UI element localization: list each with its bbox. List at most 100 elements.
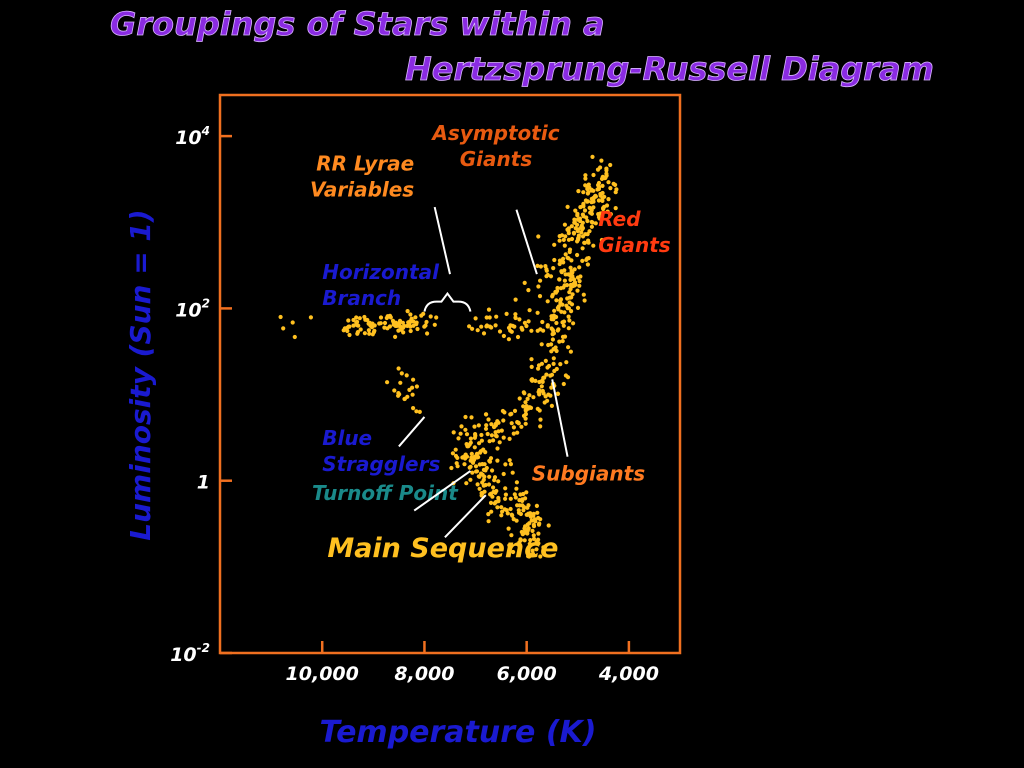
star-main-sequence <box>486 519 491 524</box>
star-subgiants <box>523 416 528 421</box>
star-main-sequence <box>503 492 508 497</box>
star-subgiants <box>549 385 554 390</box>
star-horizontal-branch-red-end <box>479 324 484 329</box>
star-asymptotic-giants <box>566 226 571 231</box>
star-main-sequence <box>462 462 467 467</box>
star-subgiants <box>549 403 555 408</box>
star-red-giants <box>582 240 588 245</box>
star-red-giants <box>580 246 585 251</box>
star-red-giants <box>559 309 564 314</box>
star-asymptotic-giants <box>527 308 532 313</box>
star-red-giants <box>565 306 570 311</box>
star-subgiants <box>492 424 497 429</box>
star-red-giants <box>605 209 610 214</box>
star-red-giants <box>608 212 613 217</box>
star-asymptotic-giants <box>557 277 562 282</box>
star-red-giants <box>551 330 556 336</box>
star-asymptotic-giants <box>513 297 518 302</box>
star-main-sequence <box>505 511 510 516</box>
star-horizontal-branch-outliers <box>308 315 313 320</box>
star-subgiants <box>537 379 542 385</box>
x-tick-label: 4,000 <box>598 663 659 685</box>
star-asymptotic-giants <box>591 243 596 248</box>
star-main-sequence <box>475 482 480 487</box>
star-red-giants <box>573 208 578 213</box>
star-main-sequence <box>508 506 513 512</box>
star-red-giants <box>565 204 570 209</box>
star-horizontal-branch-red-end <box>486 307 492 312</box>
star-main-sequence <box>523 496 528 501</box>
star-subgiants <box>497 440 502 445</box>
star-horizontal-branch <box>387 313 393 318</box>
star-subgiants <box>515 430 520 435</box>
star-asymptotic-giants <box>561 260 566 265</box>
star-horizontal-branch-red-end <box>494 314 499 319</box>
star-subgiants <box>531 395 536 400</box>
leader-main-sequence <box>444 494 487 539</box>
star-horizontal-branch <box>406 320 411 325</box>
star-main-sequence <box>507 543 512 548</box>
leader-rr-lyrae-variables <box>433 206 451 275</box>
star-main-sequence <box>546 523 551 528</box>
y-tick-label: 1 <box>197 472 210 494</box>
star-blue-stragglers <box>398 380 403 385</box>
star-subgiants <box>523 421 528 426</box>
star-red-giants <box>545 324 550 329</box>
star-horizontal-branch <box>355 331 360 336</box>
star-horizontal-branch <box>434 315 439 320</box>
star-horizontal-branch <box>357 316 362 321</box>
star-blue-stragglers <box>385 380 390 385</box>
star-main-sequence <box>489 509 494 514</box>
star-subgiants <box>538 417 543 422</box>
star-main-sequence <box>535 510 540 515</box>
star-asymptotic-giants <box>585 232 590 237</box>
star-horizontal-branch <box>362 331 367 336</box>
star-red-giants <box>579 225 584 230</box>
star-asymptotic-giants <box>563 272 568 277</box>
star-main-sequence <box>487 474 492 479</box>
star-main-sequence <box>495 446 500 451</box>
star-main-sequence <box>530 548 535 553</box>
star-subgiants <box>551 361 556 366</box>
star-red-giants <box>562 243 567 248</box>
star-asymptotic-giants <box>570 274 575 279</box>
star-horizontal-branch <box>351 317 356 323</box>
star-red-giants <box>539 361 545 366</box>
star-main-sequence <box>496 495 501 501</box>
star-red-giants <box>539 342 544 347</box>
star-horizontal-branch <box>366 328 371 333</box>
star-main-sequence <box>538 554 543 559</box>
star-main-sequence <box>490 494 495 499</box>
star-main-sequence <box>530 551 536 557</box>
star-subgiants <box>463 427 468 432</box>
star-horizontal-branch-outliers <box>281 326 286 331</box>
star-blue-stragglers <box>396 366 401 371</box>
star-red-giants <box>608 162 613 168</box>
star-subgiants <box>515 420 520 425</box>
star-main-sequence <box>517 503 522 508</box>
star-red-giants <box>557 258 563 263</box>
star-main-sequence <box>503 496 508 501</box>
star-red-giants <box>581 190 586 195</box>
star-red-giants <box>566 231 571 236</box>
star-asymptotic-giants <box>522 280 527 285</box>
star-main-sequence <box>477 441 482 446</box>
leader-asymptotic-giants <box>515 209 538 275</box>
star-subgiants <box>483 412 489 417</box>
star-subgiants <box>469 415 474 420</box>
star-red-giants <box>563 234 568 239</box>
star-blue-stragglers <box>414 409 419 414</box>
leader-blue-stragglers <box>398 416 426 448</box>
star-asymptotic-giants <box>569 269 574 274</box>
star-subgiants <box>500 408 505 414</box>
star-red-giants <box>568 349 574 354</box>
star-red-giants <box>603 175 608 180</box>
star-asymptotic-giants <box>575 252 580 258</box>
star-asymptotic-giants <box>573 282 578 287</box>
star-asymptotic-giants <box>535 310 540 315</box>
star-main-sequence <box>470 470 475 475</box>
